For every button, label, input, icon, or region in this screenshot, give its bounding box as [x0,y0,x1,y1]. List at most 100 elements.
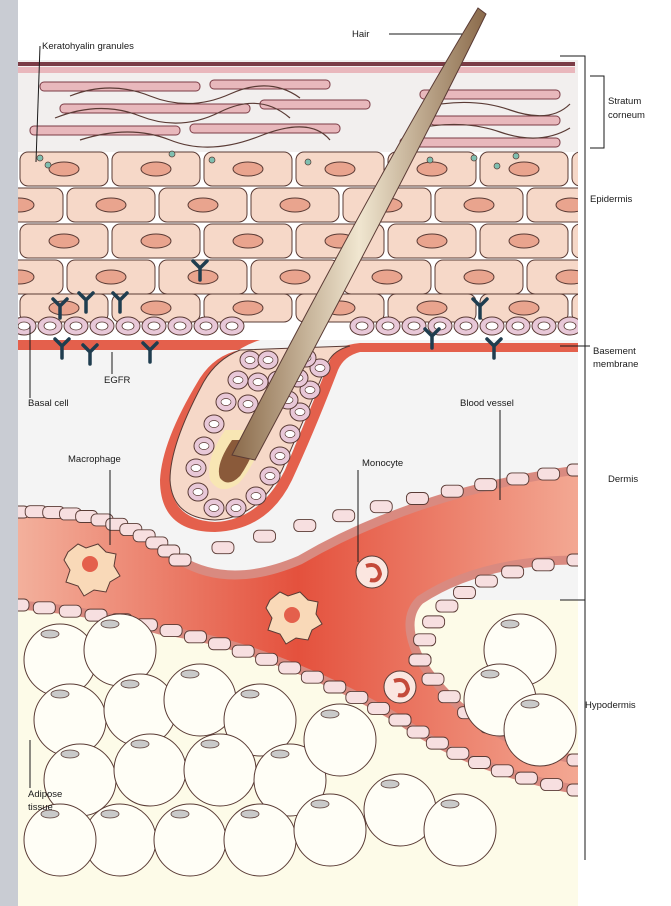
follicle-cell [216,393,236,411]
keratinocyte [20,224,108,258]
endothelial-cell [515,772,537,784]
basal-cell [142,317,166,335]
endothelial-cell [184,631,206,643]
endothelial-cell [368,702,390,714]
follicle-cell [226,499,246,517]
adipocyte [154,804,226,876]
keratinocyte [20,152,108,186]
keratohyalin-granule [305,159,311,165]
endothelial-cell [436,600,458,612]
monocyte-cell [356,556,388,588]
endothelial-cell [491,765,513,777]
label-hair: Hair [352,29,369,40]
endothelial-cell [232,645,254,657]
left-side-bar [0,0,18,906]
keratinocyte [480,224,568,258]
endothelial-cell [567,464,589,476]
basal-cell [480,317,504,335]
endothelial-cell [567,784,589,796]
basal-cell [350,317,374,335]
endothelial-cell [212,542,234,554]
label-dermis: Dermis [608,474,638,485]
endothelial-cell [447,747,469,759]
label-epidermis: Epidermis [590,194,632,205]
adipocyte [114,734,186,806]
follicle-cell [280,425,300,443]
keratinocyte [20,294,108,322]
basal-cell [168,317,192,335]
keratinocyte [204,152,292,186]
label-adipose-tissue-line2: tissue [28,802,53,813]
keratinocyte [112,152,200,186]
basal-cell [402,317,426,335]
follicle-cell [194,437,214,455]
endothelial-cell [567,554,589,566]
label-blood-vessel: Blood vessel [460,398,514,409]
label-keratohyalin-granules: Keratohyalin granules [42,41,134,52]
follicle-cell [246,487,266,505]
basal-cell [220,317,244,335]
follicle-cell [186,459,206,477]
label-basal-cell: Basal cell [28,398,69,409]
keratohyalin-granule [37,155,43,161]
endothelial-cell [294,520,316,532]
endothelial-cell [422,673,444,685]
endothelial-cell [301,671,323,683]
keratohyalin-granule [427,157,433,163]
endothelial-cell [541,779,563,791]
endothelial-cell [370,501,392,513]
endothelial-cell [538,468,560,480]
keratinocyte [388,224,476,258]
basal-cell [194,317,218,335]
endothelial-cell [438,691,460,703]
basal-cell [376,317,400,335]
endothelial-cell [469,757,491,769]
adipocyte [504,694,576,766]
keratohyalin-granule [471,155,477,161]
label-monocyte: Monocyte [362,458,403,469]
basal-cell [558,317,582,335]
keratinocyte [527,260,615,294]
label-macrophage: Macrophage [68,454,121,465]
basal-cell [428,317,452,335]
label-stratum-corneum-line2: corneum [608,110,645,121]
endothelial-cell [254,530,276,542]
follicle-cell [270,447,290,465]
follicle-cell [248,373,268,391]
endothelial-cell [532,559,554,571]
endothelial-cell [160,625,182,637]
endothelial-cell [454,587,476,599]
label-egfr: EGFR [104,375,131,386]
adipocyte [294,794,366,866]
keratohyalin-granule [209,157,215,163]
basal-cell [454,317,478,335]
label-stratum-corneum-line1: Stratum [608,96,641,107]
follicle-cell [204,415,224,433]
endothelial-cell [414,634,436,646]
adipocyte [224,804,296,876]
endothelial-cell [426,737,448,749]
endothelial-cell [567,754,589,766]
endothelial-cell [423,616,445,628]
keratinocyte [67,188,155,222]
keratohyalin-granule [45,162,51,168]
keratinocyte [251,188,339,222]
endothelial-cell [507,473,529,485]
label-adipose-tissue-line1: Adipose [28,789,62,800]
adipocyte [304,704,376,776]
endothelial-cell [502,566,524,578]
endothelial-cell [333,510,355,522]
basal-cell [506,317,530,335]
endothelial-cell [169,554,191,566]
keratinocyte [204,224,292,258]
keratinocyte [159,188,247,222]
endothelial-cell [324,681,346,693]
keratinocyte [204,294,292,322]
label-basement-membrane-line1: Basement [593,346,636,357]
endothelial-cell [475,479,497,491]
adipocyte [24,804,96,876]
label-hypodermis: Hypodermis [585,700,636,711]
keratohyalin-granule [169,151,175,157]
endothelial-cell [406,493,428,505]
keratinocyte [435,260,523,294]
